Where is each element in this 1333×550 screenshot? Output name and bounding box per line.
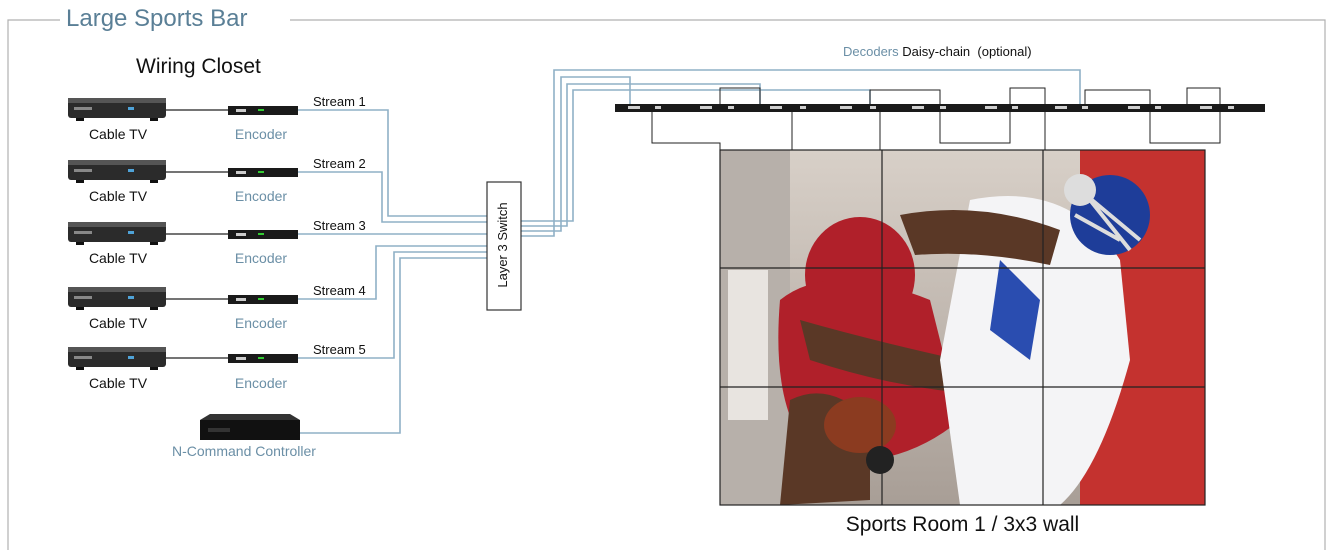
n-command-controller-label: N-Command Controller [172,443,316,459]
stream-label: Stream 5 [313,342,366,357]
layer3-switch-label: Layer 3 Switch [495,202,510,288]
decoder-units [628,106,1234,109]
cable-tv-label: Cable TV [88,188,148,204]
page-title: Large Sports Bar [62,5,252,33]
source-wires [166,109,228,359]
decoders-label: Decoders Daisy-chain (optional) [843,44,1032,59]
cable-tv-label: Cable TV [88,315,148,331]
encoder-label: Encoder [234,250,288,266]
daisy-chain-text: Daisy-chain (optional) [898,44,1032,59]
encoder-label: Encoder [234,315,288,331]
encoder-units [228,106,298,363]
wiring-closet-label: Wiring Closet [136,55,261,78]
stream-label: Stream 4 [313,283,366,298]
encoder-label: Encoder [234,126,288,142]
decoders-word: Decoders [843,44,899,59]
n-command-controller-device [200,414,300,440]
encoder-label: Encoder [234,188,288,204]
outer-frame [7,19,1326,550]
cable-tv-boxes [68,98,166,370]
cable-tv-label: Cable TV [88,250,148,266]
video-wall-caption: Sports Room 1 / 3x3 wall [845,513,1080,536]
stream-label: Stream 3 [313,218,366,233]
encoder-label: Encoder [234,375,288,391]
decoder-daisy-chain [651,87,1221,150]
stream-label: Stream 1 [313,94,366,109]
layer3-switch-box [486,181,522,311]
stream-lines [298,109,487,434]
cable-tv-label: Cable TV [88,375,148,391]
video-wall-image [719,149,1206,506]
stream-label: Stream 2 [313,156,366,171]
cable-tv-label: Cable TV [88,126,148,142]
